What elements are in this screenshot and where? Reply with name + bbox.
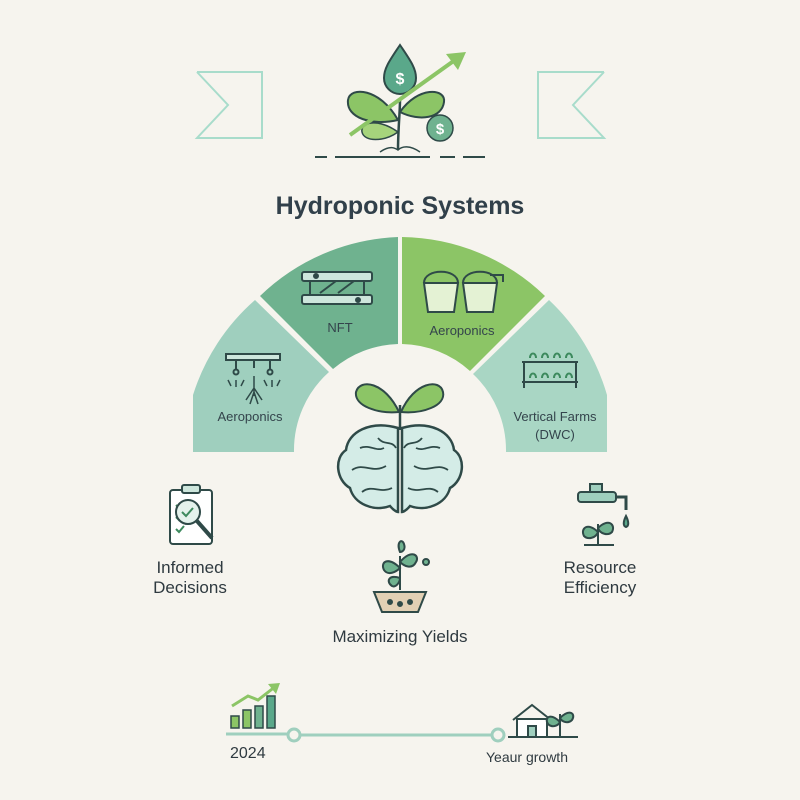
segment-label-nft: NFT	[327, 320, 353, 335]
right-ribbon-icon	[537, 71, 607, 139]
segment-label-aeroponics-left: Aeroponics	[217, 409, 283, 424]
svg-text:$: $	[396, 71, 405, 88]
potted-seedling-icon	[372, 540, 430, 613]
house-plant-icon	[508, 703, 578, 738]
segment-label-vertical-farms: Vertical Farms (DWC)	[513, 409, 597, 442]
segment-vertical-farms[interactable]	[473, 300, 607, 452]
plant-growth-money-icon: $ $	[315, 43, 485, 158]
benefit-resource-efficiency: Resource Efficiency	[563, 558, 637, 597]
segment-aeroponics-left[interactable]	[193, 300, 329, 452]
buckets-icon	[422, 270, 504, 313]
brain-sprout-icon	[337, 383, 463, 514]
benefit-informed-decisions: Informed Decisions	[153, 558, 227, 597]
vertical-shelves-icon	[522, 352, 578, 388]
benefit-maximizing-yields: Maximizing Yields	[332, 627, 468, 646]
timeline-end-label: Yeaur growth	[486, 749, 568, 765]
svg-text:$: $	[436, 121, 445, 138]
timeline-end-node[interactable]	[490, 727, 506, 743]
timeline	[226, 727, 506, 743]
bar-chart-up-icon	[230, 683, 280, 729]
faucet-plant-icon	[577, 483, 630, 546]
segment-label-aeroponics-right: Aeroponics	[429, 323, 495, 338]
timeline-start-node[interactable]	[286, 727, 302, 743]
timeline-start-label: 2024	[230, 745, 266, 762]
page-title: Hydroponic Systems	[275, 192, 525, 220]
nft-pipes-icon	[301, 271, 373, 305]
clipboard-magnifier-icon	[169, 484, 214, 545]
left-ribbon-icon	[194, 71, 263, 139]
sprinkler-icon	[225, 353, 281, 405]
